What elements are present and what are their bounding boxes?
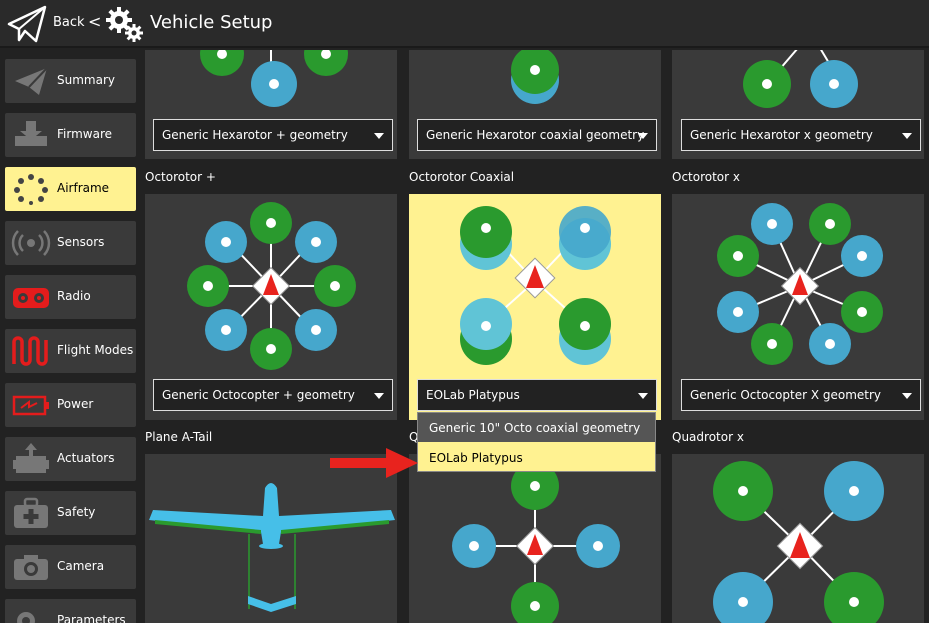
sidebar-item-actuators[interactable]: Actuators <box>5 437 136 481</box>
dropdown-option-eolab-platypus[interactable]: EOLab Platypus <box>429 451 523 465</box>
quadrotor-plus-diagram <box>452 462 620 623</box>
chevron-down-icon <box>902 133 912 139</box>
flight-modes-icon <box>12 336 48 366</box>
chevron-down-icon <box>374 133 384 139</box>
gears-icon <box>17 612 35 623</box>
hexarotor-coaxial-diagram <box>511 50 559 104</box>
octorotor-x-diagram <box>717 203 883 365</box>
group-label-quadrotor-plus: Q <box>409 430 419 444</box>
airframe-tile-plane-a-tail[interactable] <box>145 454 397 623</box>
actuator-icon <box>13 443 49 473</box>
group-label-quadrotor-x: Quadrotor x <box>672 430 744 444</box>
hexarotor-plus-select[interactable]: Generic Hexarotor + geometry <box>153 119 393 151</box>
sidebar-item-summary[interactable]: Summary <box>5 59 136 103</box>
octorotor-x-select[interactable]: Generic Octocopter X geometry <box>681 379 921 411</box>
airframe-tile-quadrotor-x[interactable] <box>672 454 924 623</box>
hexarotor-x-select[interactable]: Generic Hexarotor x geometry <box>681 119 921 151</box>
sidebar-item-parameters[interactable]: Parameters <box>5 599 136 623</box>
plane-a-tail-diagram <box>149 483 395 612</box>
sidebar-item-flight-modes[interactable]: Flight Modes <box>5 329 136 373</box>
hexarotor-plus-diagram <box>200 50 348 107</box>
battery-icon <box>12 395 49 416</box>
octorotor-coaxial-dropdown: Generic 10" Octo coaxial geometry EOLab … <box>417 412 656 472</box>
safety-icon <box>14 497 48 528</box>
octorotor-coaxial-select[interactable]: EOLab Platypus <box>417 379 657 411</box>
sidebar-item-safety[interactable]: Safety <box>5 491 136 535</box>
back-button[interactable]: Back <box>53 15 85 30</box>
hexarotor-x-diagram <box>743 50 858 108</box>
airframe-grid: Generic Hexarotor + geometry Generic Hex… <box>140 50 929 623</box>
chevron-down-icon <box>374 393 384 399</box>
sidebar-item-camera[interactable]: Camera <box>5 545 136 589</box>
octorotor-plus-select[interactable]: Generic Octocopter + geometry <box>153 379 393 411</box>
sidebar-item-firmware[interactable]: Firmware <box>5 113 136 157</box>
dropdown-option-generic-10-octo[interactable]: Generic 10" Octo coaxial geometry <box>418 413 655 442</box>
group-label-octorotor-plus: Octorotor + <box>145 170 216 184</box>
group-label-octorotor-coaxial: Octorotor Coaxial <box>409 170 515 184</box>
sidebar: Summary Firmware Airframe Sensors Radio … <box>0 50 140 623</box>
sidebar-item-radio[interactable]: Radio <box>5 275 136 319</box>
sidebar-item-sensors[interactable]: Sensors <box>5 221 136 265</box>
chevron-down-icon <box>638 133 648 139</box>
octorotor-plus-diagram <box>187 202 356 370</box>
page-title: Vehicle Setup <box>150 12 273 33</box>
group-label-plane-a-tail: Plane A-Tail <box>145 430 213 444</box>
paper-plane-icon <box>15 67 48 95</box>
hexarotor-coaxial-select[interactable]: Generic Hexarotor coaxial geometry <box>417 119 657 151</box>
sidebar-item-airframe[interactable]: Airframe <box>5 167 136 211</box>
breadcrumb-separator: < <box>88 12 102 31</box>
group-label-octorotor-x: Octorotor x <box>672 170 740 184</box>
radio-icon <box>13 288 49 308</box>
sidebar-item-power[interactable]: Power <box>5 383 136 427</box>
octorotor-coaxial-diagram <box>460 206 611 365</box>
top-bar: Back < Vehicle Setup <box>0 0 929 48</box>
chevron-down-icon <box>638 393 648 399</box>
camera-icon <box>14 555 48 580</box>
airframe-icon <box>14 174 48 205</box>
chevron-down-icon <box>902 393 912 399</box>
sensor-icon <box>11 230 51 256</box>
red-arrow-icon <box>330 448 418 478</box>
download-icon <box>15 121 47 149</box>
gears-icon <box>106 7 143 42</box>
paper-plane-icon[interactable] <box>6 4 48 44</box>
airframe-tile-quadrotor-plus[interactable] <box>409 454 661 623</box>
quadrotor-x-diagram <box>713 461 884 623</box>
